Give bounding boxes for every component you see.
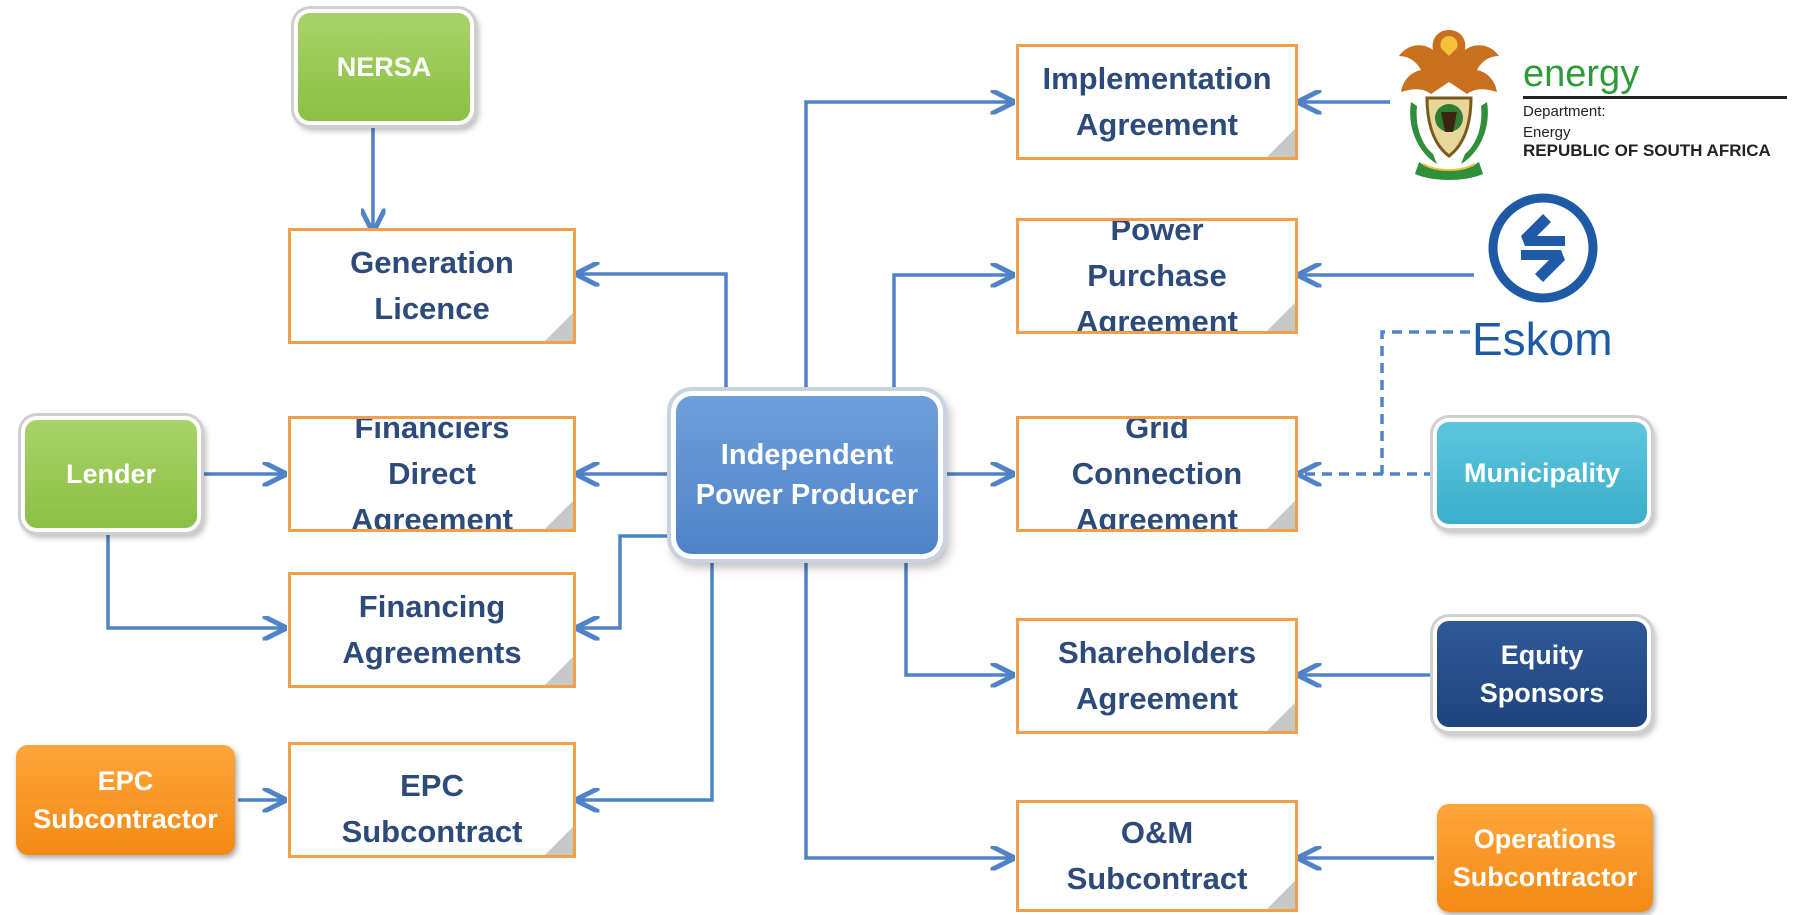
generation-licence-doc: Generation Licence [288, 228, 576, 344]
operations-subcontractor-box: Operations Subcontractor [1437, 804, 1653, 912]
dashed-link-eskom-grid [1380, 330, 1470, 474]
epc-subcontractor-label: EPC Subcontractor [33, 766, 218, 834]
shareholders-agreement-doc: Shareholders Agreement [1016, 618, 1298, 734]
financiers-direct-agreement-label: Financiers Direct Agreement [351, 416, 513, 532]
nersa-label: NERSA [336, 52, 432, 82]
financiers-direct-agreement-doc: Financiers Direct Agreement [288, 416, 576, 532]
om-subcontract-label: O&M Subcontract [1066, 815, 1248, 896]
shareholders-agreement-label: Shareholders Agreement [1057, 635, 1257, 716]
municipality-label: Municipality [1463, 458, 1620, 488]
arrow-ipp-to-epc-subcontract [580, 560, 714, 800]
doe-divider [1523, 96, 1787, 99]
equity-sponsors-box: Equity Sponsors [1437, 621, 1647, 727]
independent-power-producer-box: Independent Power Producer [676, 396, 938, 554]
doe-line2: Energy [1523, 124, 1571, 141]
page-fold-icon [542, 654, 573, 685]
grid-connection-agreement-label: Grid Connection Agreement [1071, 416, 1243, 532]
epc-subcontract-label: EPC Subcontract [341, 768, 523, 849]
lender-box: Lender [25, 420, 197, 528]
implementation-agreement-doc: Implementation Agreement [1016, 44, 1298, 160]
page-fold-icon [542, 310, 573, 341]
generation-licence-label: Generation Licence [350, 245, 514, 326]
operations-subcontractor-label: Operations Subcontractor [1452, 824, 1638, 892]
eskom-wordmark: Eskom [1472, 313, 1613, 365]
grid-connection-agreement-doc: Grid Connection Agreement [1016, 416, 1298, 532]
epc-subcontract-doc: EPC Subcontract [288, 742, 576, 858]
power-purchase-agreement-label: Power Purchase Agreement [1076, 218, 1238, 334]
nersa-box: NERSA [298, 13, 470, 121]
implementation-agreement-label: Implementation Agreement [1042, 61, 1272, 142]
coat-of-arms-icon [1399, 30, 1499, 180]
independent-power-producer-label: Independent Power Producer [695, 439, 919, 511]
om-subcontract-doc: O&M Subcontract [1016, 800, 1298, 912]
lender-label: Lender [65, 459, 157, 489]
doe-line1: Department: [1523, 103, 1606, 120]
financing-agreements-doc: Financing Agreements [288, 572, 576, 688]
arrow-ipp-to-generation-licence [580, 274, 728, 394]
epc-subcontractor-box: EPC Subcontractor [16, 745, 235, 855]
doe-line3: REPUBLIC OF SOUTH AFRICA [1523, 141, 1771, 160]
power-purchase-agreement-doc: Power Purchase Agreement [1016, 218, 1298, 334]
arrow-ipp-to-shareholders [904, 556, 1010, 675]
page-fold-icon [1264, 878, 1295, 909]
arrow-lender-to-financing [106, 528, 282, 628]
equity-sponsors-label: Equity Sponsors [1479, 640, 1605, 708]
arrow-ipp-to-financing [580, 534, 671, 628]
arrow-ipp-to-om-subcontract [804, 556, 1010, 858]
arrow-ipp-to-power-purchase [892, 275, 1010, 394]
financing-agreements-label: Financing Agreements [342, 589, 522, 670]
municipality-box: Municipality [1437, 422, 1647, 524]
eskom-mark-icon [1488, 193, 1598, 303]
doe-word: energy [1523, 53, 1640, 95]
arrow-ipp-to-implementation [804, 102, 1010, 394]
department-of-energy-logo: energy Department: Energy REPUBLIC OF SO… [1523, 54, 1793, 174]
